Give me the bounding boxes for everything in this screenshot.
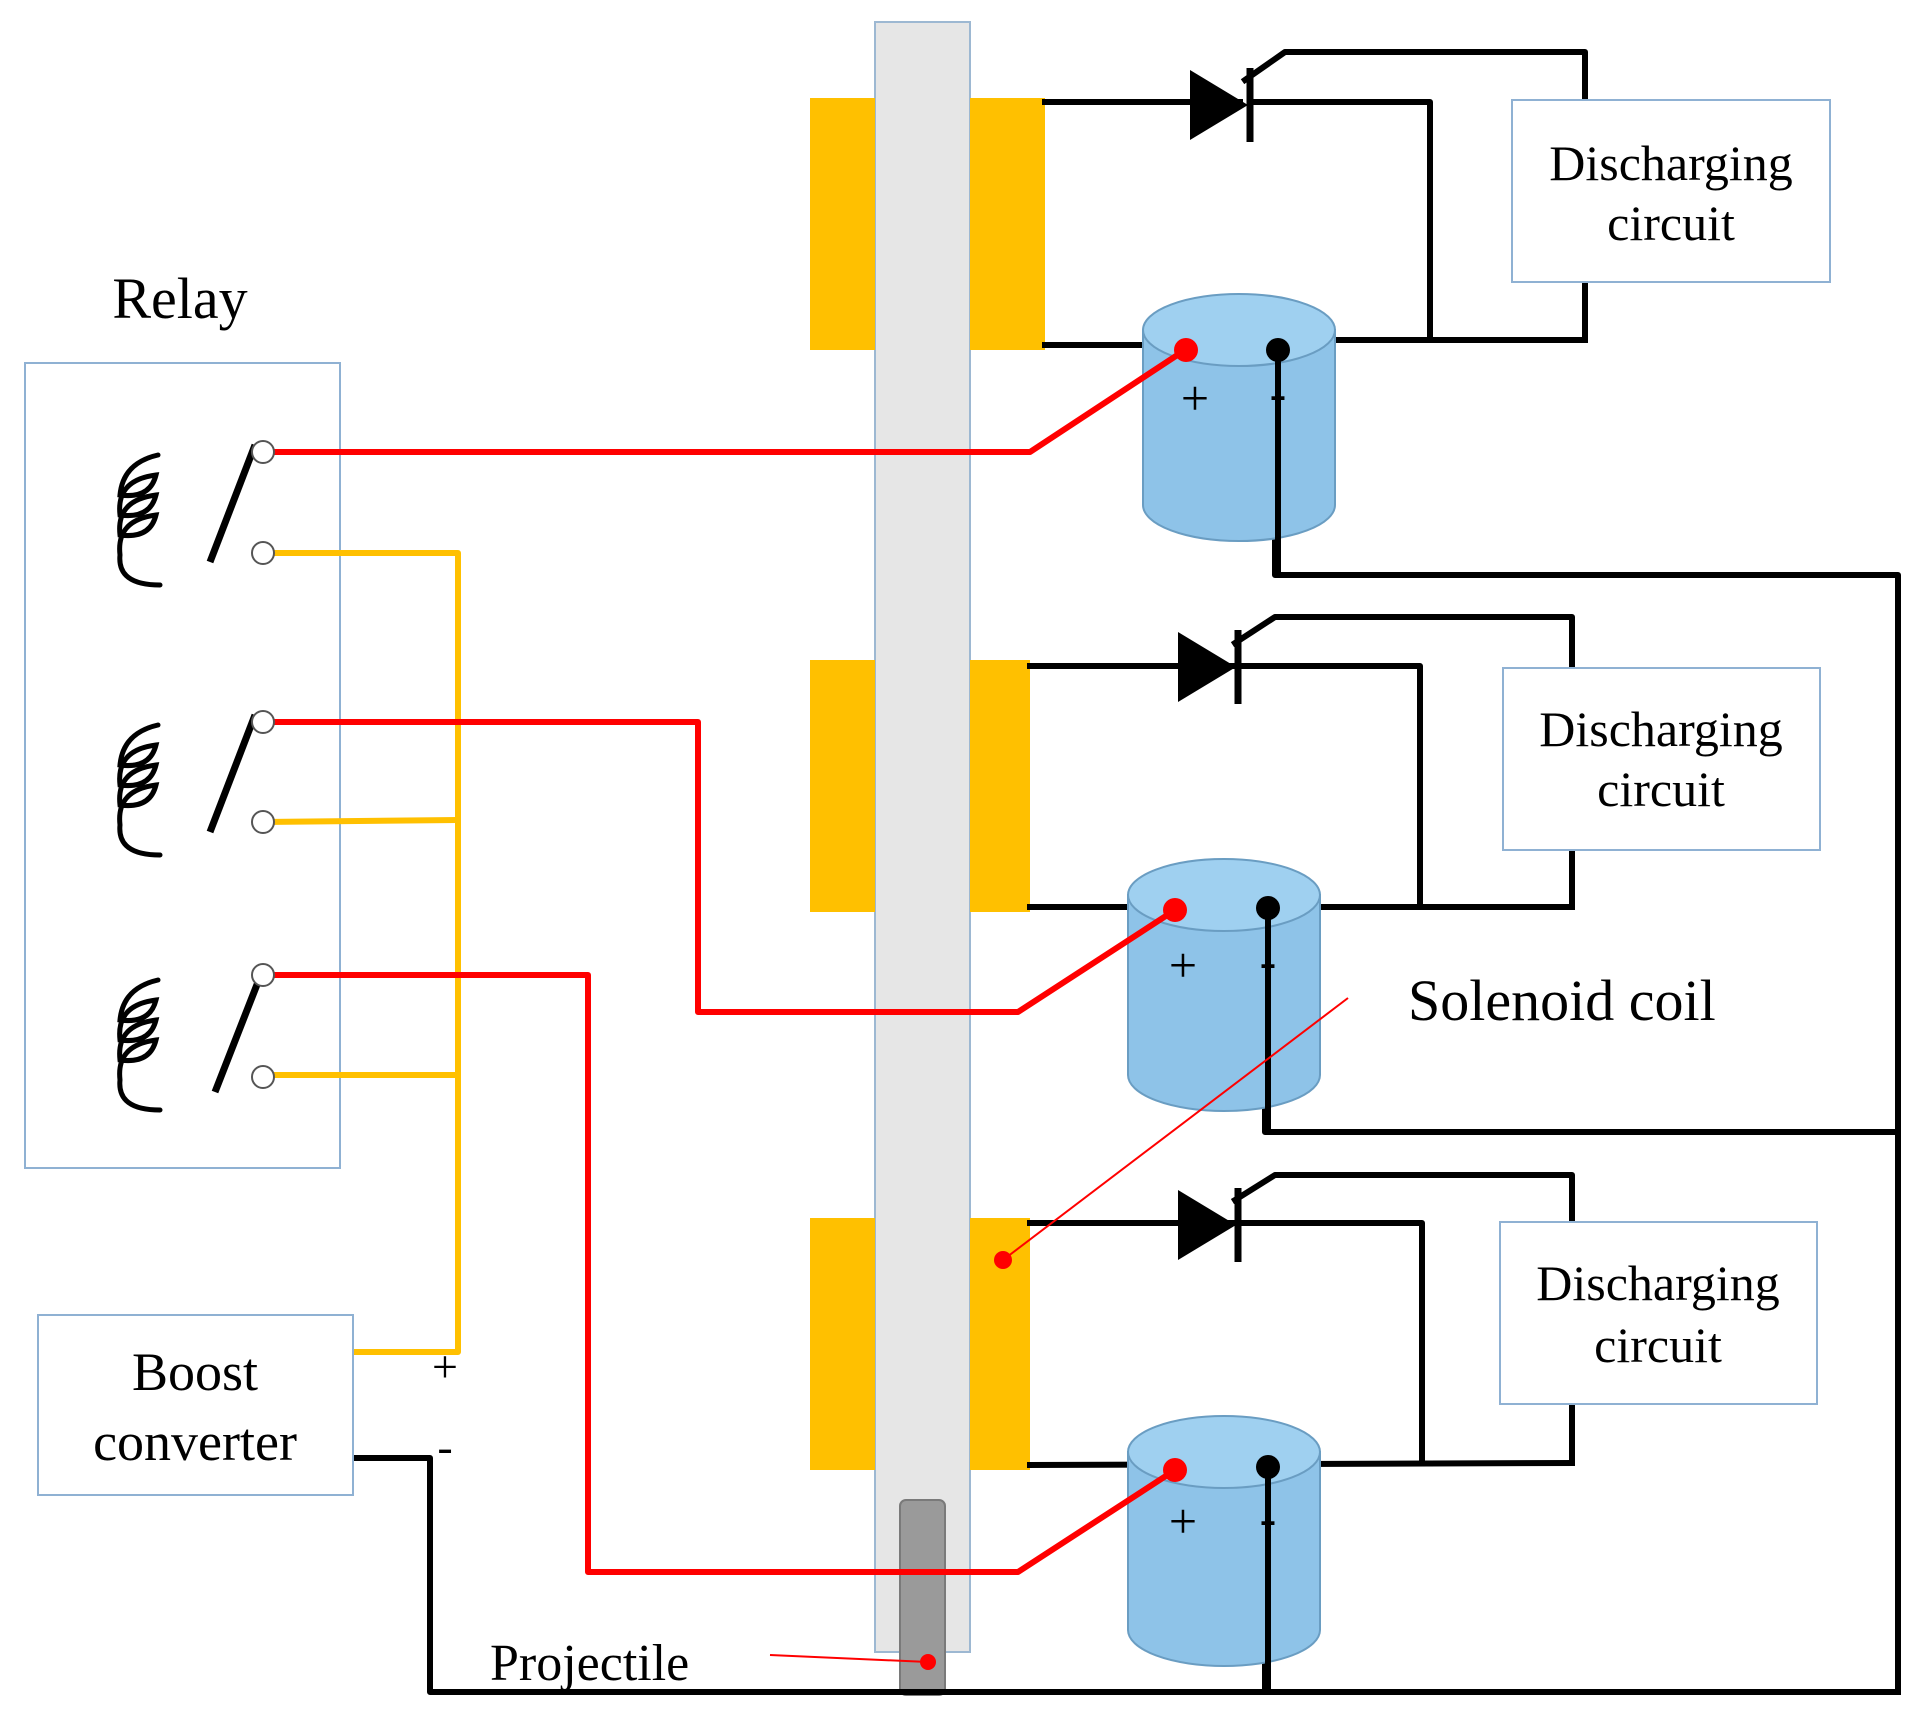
thyristor-2 (1178, 630, 1242, 704)
discharging-circuit-label-line2: circuit (1597, 761, 1725, 817)
relay-switch-arm (206, 443, 259, 564)
projectile-pointer-dot (920, 1654, 936, 1670)
relay-switch-arm (206, 713, 259, 834)
boost-plus-label: + (432, 1341, 458, 1392)
capacitor-1 (1142, 293, 1336, 542)
discharging-circuit-2: Discharging circuit (1502, 667, 1821, 851)
thyristor-1 (1190, 68, 1254, 142)
relay-terminals (251, 440, 275, 1089)
cap1-minus-label: - (1270, 365, 1287, 421)
diode-triangle-icon (1178, 1190, 1236, 1260)
solenoid-annotation: Solenoid coil (994, 968, 1716, 1269)
discharging-circuit-3: Discharging circuit (1499, 1221, 1818, 1405)
solenoid-pointer-dot (994, 1251, 1012, 1269)
diode-triangle-icon (1190, 70, 1248, 140)
discharging-circuit-label-line1: Discharging (1549, 135, 1792, 191)
relay-block: Relay (24, 266, 341, 1169)
coil-left-half (810, 98, 875, 350)
capacitor-negative-leads (1265, 347, 1281, 1695)
boost-converter: Boost converter + - (37, 1314, 458, 1496)
cap1-plus-label: + (1181, 370, 1209, 426)
solenoid-coil-3 (810, 1218, 1030, 1470)
boost-converter-box (37, 1314, 354, 1496)
coil-right-half (970, 660, 1030, 912)
terminal-dots (1163, 338, 1290, 1482)
boost-minus-label: - (437, 1421, 452, 1472)
solenoid-coil-2 (810, 660, 1030, 912)
projectile-label: Projectile (490, 1635, 689, 1692)
relay-coil-icon (117, 452, 163, 588)
cap2-plus-label: + (1169, 937, 1197, 993)
coil-left-half (810, 1218, 875, 1470)
ground-wiring (350, 49, 1901, 1695)
relay-switch-arm (211, 980, 262, 1094)
discharging-circuit-1: Discharging circuit (1511, 99, 1831, 283)
supply-wiring (262, 550, 461, 1355)
barrel-tube (874, 21, 971, 1653)
relay-coil-icon (117, 977, 163, 1113)
charge-wiring (260, 347, 1188, 1575)
discharging-circuit-box (1511, 99, 1831, 283)
boost-converter-label-line2: converter (93, 1412, 297, 1472)
cap3-plus-label: + (1169, 1493, 1197, 1549)
cap3-minus-label: - (1260, 1490, 1277, 1546)
solenoid-pointer-line (1002, 997, 1349, 1261)
discharging-circuit-label-line2: circuit (1607, 195, 1735, 251)
discharging-circuit-label-line1: Discharging (1539, 701, 1782, 757)
relay-channel-3 (117, 977, 262, 1113)
relay-channel-2 (117, 713, 259, 858)
relay-box (24, 362, 341, 1169)
discharging-circuit-label-line1: Discharging (1536, 1255, 1779, 1311)
relay-channel-1 (117, 443, 259, 588)
coil-right-half (970, 98, 1045, 350)
capacitor-3 (1127, 1415, 1321, 1667)
solenoid-coil-label: Solenoid coil (1408, 968, 1716, 1033)
diode-triangle-icon (1178, 632, 1236, 702)
relay-coil-icon (117, 722, 163, 858)
capacitor-2 (1127, 858, 1321, 1112)
coil-left-half (810, 660, 875, 912)
boost-converter-label-line1: Boost (132, 1342, 258, 1402)
solenoid-coil-1 (810, 98, 1045, 350)
cap2-minus-label: - (1260, 933, 1277, 989)
projectile-annotation: Projectile (490, 1635, 936, 1692)
capacitor-polarity-marks: + - + - + - (1169, 365, 1286, 1549)
discharging-circuit-box (1502, 667, 1821, 851)
discharging-circuit-label-line2: circuit (1594, 1317, 1722, 1373)
discharging-circuit-box (1499, 1221, 1818, 1405)
thyristor-3 (1178, 1188, 1242, 1262)
relay-label: Relay (112, 266, 247, 331)
projectile-pointer-line (769, 1654, 929, 1663)
